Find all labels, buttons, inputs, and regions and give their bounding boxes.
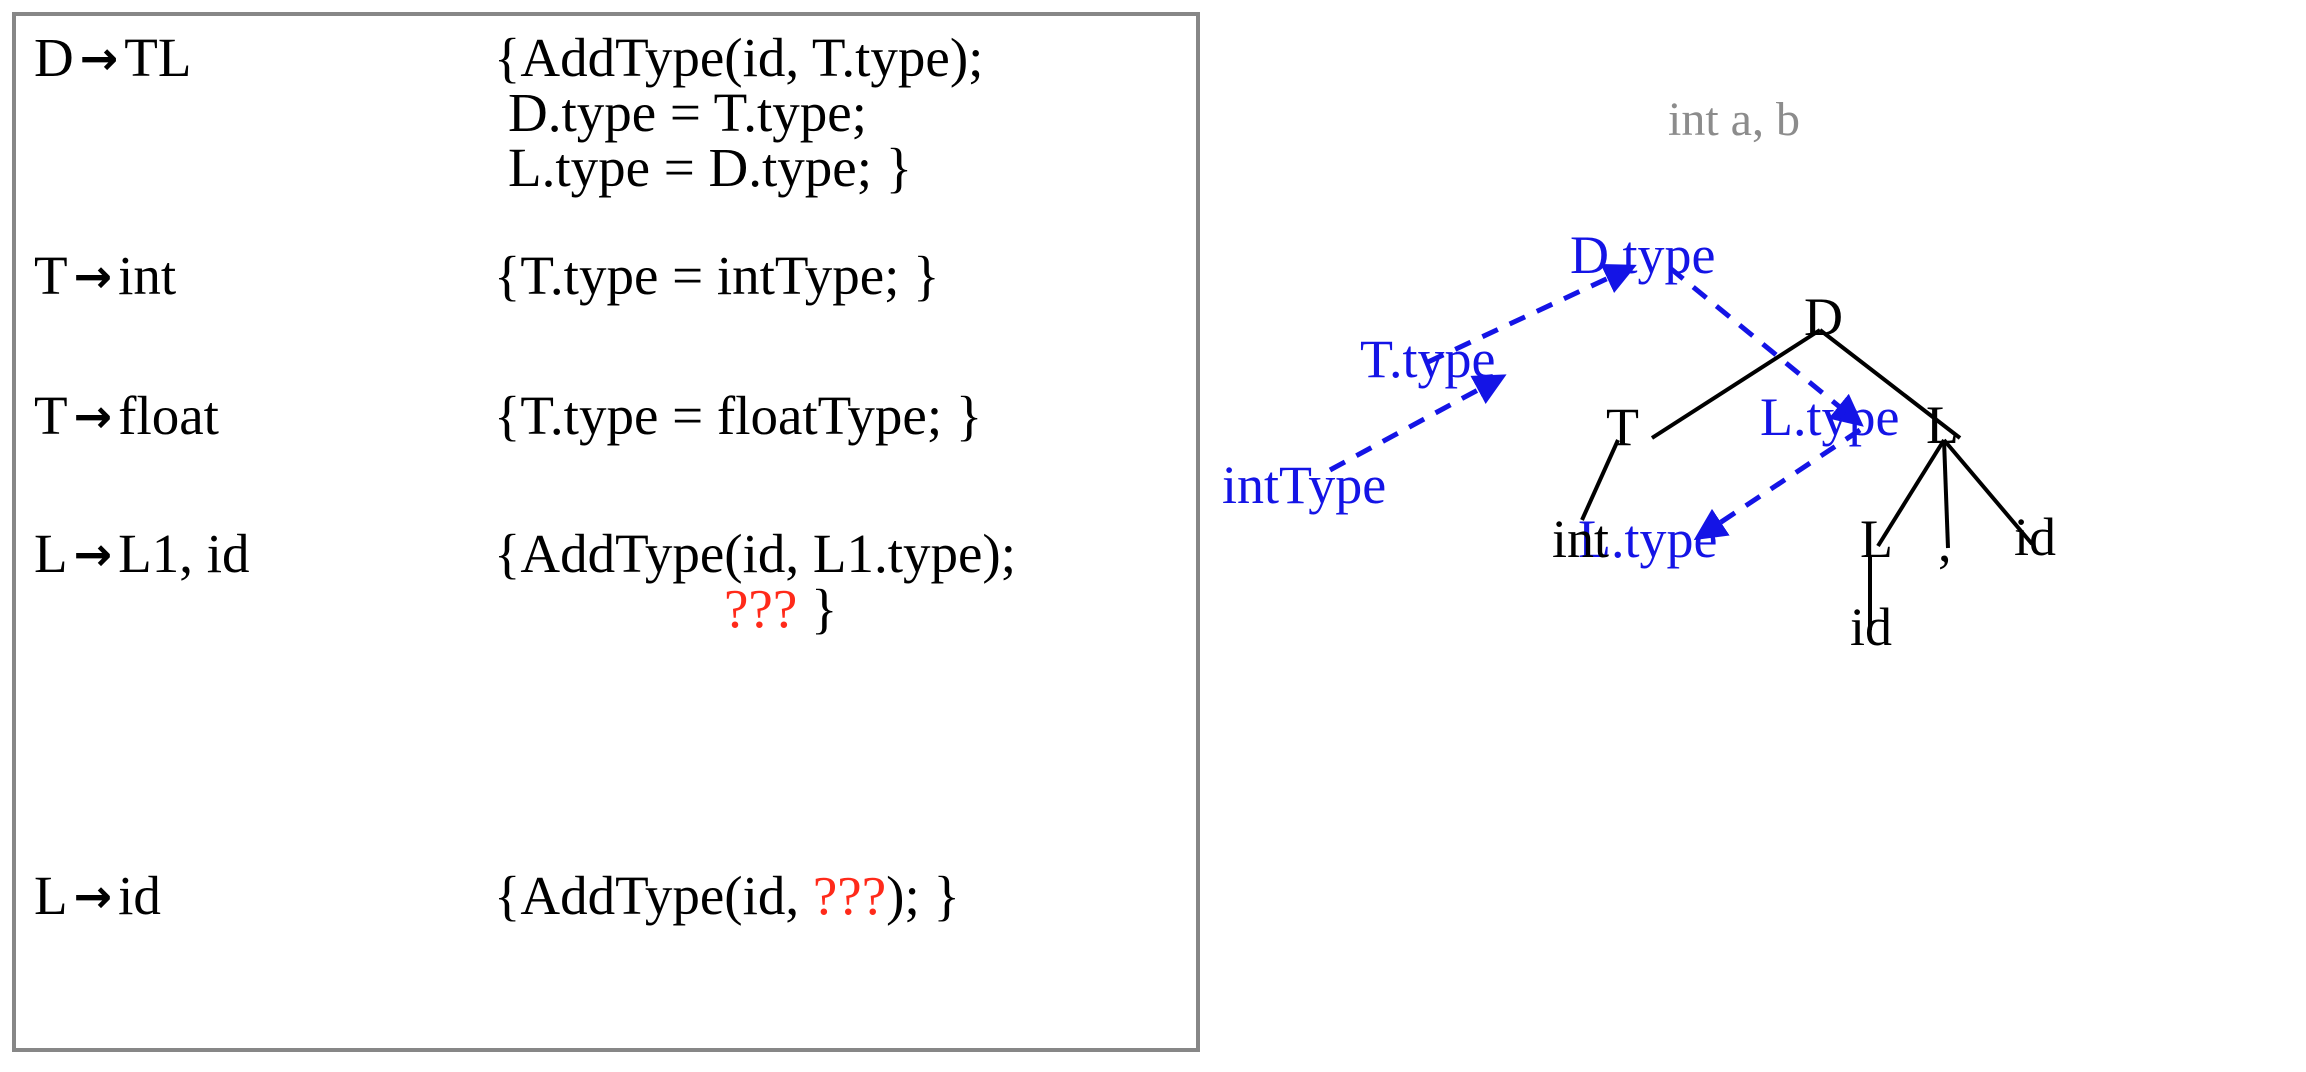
production-rhs: float [118,385,219,446]
action-line: D.type = T.type; [508,82,867,143]
unknown-placeholder: ??? [812,865,887,926]
attribute-flow-group [1328,264,1864,541]
arrow-Dtype-to-Ltype1 [1668,266,1864,427]
production-lhs: L [34,865,68,926]
edge-L-L2 [1876,438,1946,548]
production-rhs: id [118,865,161,926]
action-line-unknown: ??? } [494,581,1016,636]
production-rhs: int [118,245,177,306]
arrow-icon: → [73,249,113,303]
attribute-label-d-type: D.type [1570,225,1716,285]
production-rhs: TL [124,27,192,88]
production-lhs: L [34,523,68,584]
attribute-label-int-type: intType [1222,455,1387,515]
parse-tree-edges [1328,264,2034,630]
action-line: L.type = D.type; } [508,137,913,198]
production-1: D→TL [34,30,191,85]
action-suffix: ); } [886,865,960,926]
action-line: {AddType(id, L1.type); [494,523,1017,584]
unknown-placeholder: ??? [724,578,798,639]
action-line-suffix: } [797,578,838,639]
edge-D-L [1818,328,1962,440]
arrow-icon: → [73,389,113,443]
arrow-Ltype1-to-Ltype2 [1693,427,1862,541]
arrow-icon: → [73,527,113,581]
tree-node-l: L [1926,395,1959,455]
attribute-label-t-type: T.type [1360,329,1496,389]
action-line: {T.type = floatType; } [494,385,983,446]
production-lhs: T [34,385,68,446]
edge-L-comma [1942,439,1950,549]
tree-node-d: D [1804,287,1843,347]
semantic-action-4: {AddType(id, L1.type); ??? } [494,526,1016,636]
tree-node-id-left: id [1850,597,1893,657]
attribute-label-l-type-lower: L.type [1578,509,1718,569]
production-lhs: D [34,27,74,88]
production-3: T→float [34,388,219,443]
production-5: L→id [34,868,161,923]
tree-node-t: T [1606,397,1639,457]
tree-node-comma: , [1938,513,1952,573]
arrow-intType-to-Ttype [1328,374,1507,473]
action-prefix: {AddType(id, [494,865,813,926]
action-line-unknown: {AddType(id, ???); } [494,868,960,923]
production-lhs: T [34,245,68,306]
tree-node-id-right: id [2014,507,2057,567]
production-2: T→int [34,248,176,303]
parse-tree-panel: int a, b D.type T.type intType L.type L.… [1200,0,2306,1072]
grammar-rules-box: D→TL {AddType(id, T.type); D.type = T.ty… [12,12,1200,1052]
action-line: {AddType(id, T.type); [494,27,984,88]
edge-T-int [1580,439,1620,521]
tree-edge-group [1580,328,2034,630]
edge-D-T [1650,328,1822,440]
edge-L-id [1942,438,2034,546]
semantic-action-1: {AddType(id, T.type); D.type = T.type; L… [494,30,983,195]
production-4: L→L1, id [34,526,250,581]
semantic-action-3: {T.type = floatType; } [494,388,982,443]
action-line: {T.type = intType; } [494,245,940,306]
production-rhs: L1, id [118,523,250,584]
attribute-label-l-type-upper: L.type [1760,387,1900,447]
tree-node-l-child: L [1860,509,1893,569]
semantic-action-5: {AddType(id, ???); } [494,868,960,923]
tree-node-int: int [1552,509,1610,569]
semantic-action-2: {T.type = intType; } [494,248,940,303]
input-program-text: int a, b [1668,93,1800,146]
arrow-icon: → [79,31,119,85]
arrow-Ttype-to-Dtype [1426,264,1637,365]
arrow-icon: → [73,869,113,923]
